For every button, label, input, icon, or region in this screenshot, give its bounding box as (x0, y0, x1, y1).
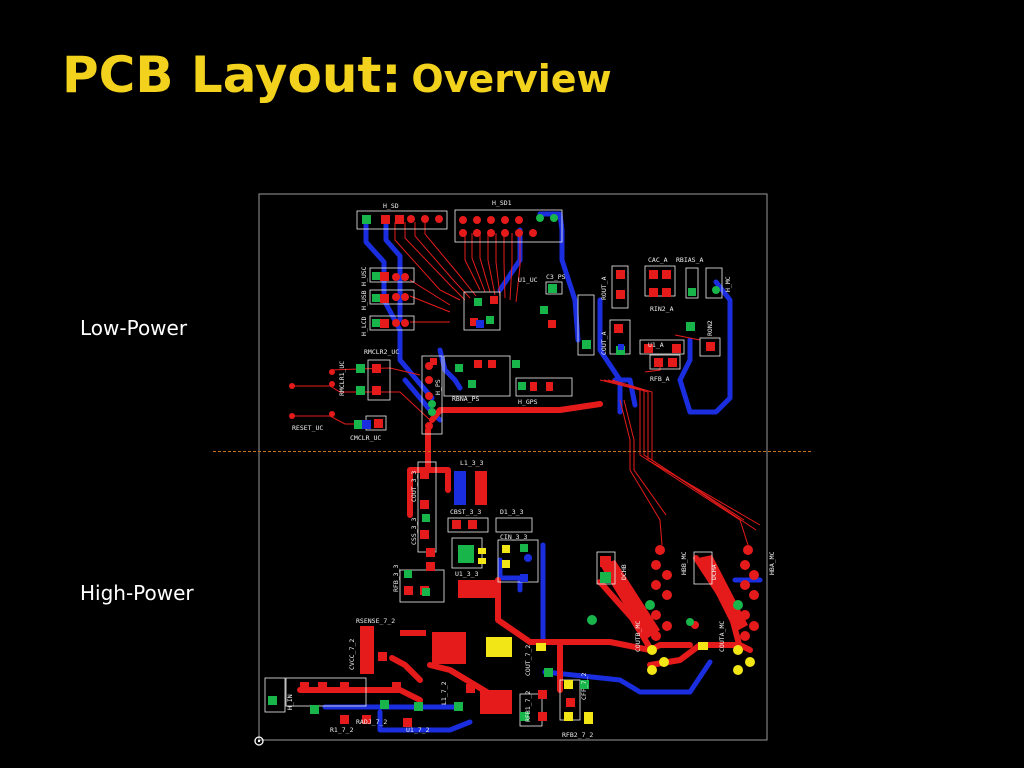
label-cmclr-uc: CMCLR_UC (350, 434, 381, 442)
highlight-pads (478, 545, 755, 724)
silkscreen-labels: H_SD H_SD1 U1_UC C3_PS CAC_A RBIAS_A RIN… (286, 199, 776, 739)
label-l1-3-3: L1_3_3 (460, 459, 484, 467)
label-cac-a: CAC_A (648, 256, 668, 264)
label-cbst-3-3: CBST_3_3 (450, 508, 481, 516)
label-h-sd: H_SD (383, 202, 399, 210)
label-rbna-ps: RBNA_PS (452, 395, 479, 403)
label-l1-7-2: L1_7_2 (440, 681, 448, 705)
vias (268, 214, 743, 721)
label-rin2-a: RIN2_A (650, 305, 674, 313)
label-h-mc: H_MC (724, 276, 732, 292)
label-dchb: DCHB (620, 564, 628, 580)
label-h-usb: H_USB (360, 290, 368, 310)
slide-title-sub: Overview (411, 57, 612, 101)
label-d1-3-3: D1_3_3 (500, 508, 524, 516)
label-reset-uc: RESET_UC (292, 424, 323, 432)
label-rout-a: ROUT_A (600, 276, 608, 300)
label-cout-a: COUT_A (600, 331, 608, 355)
label-css-3-3: CSS_3_3 (410, 518, 418, 545)
label-cout-7-2: COUT_7_2 (524, 645, 532, 676)
label-c3-ps: C3_PS (546, 273, 566, 281)
label-radj-7-2: RADJ_7_2 (356, 718, 387, 726)
label-cvcc-7-2: CVCC_7_2 (348, 639, 356, 670)
label-h-sd1: H_SD1 (492, 199, 512, 207)
label-hba-mc: HBA_MC (768, 551, 776, 575)
label-u1-uc: U1_UC (518, 276, 538, 284)
label-dcha: DCHA (710, 564, 718, 580)
label-rfb1-7-2: RFB1_7_2 (524, 691, 532, 722)
label-rfb2-7-2: RFB2_7_2 (562, 731, 593, 739)
bottom-pads (362, 320, 624, 582)
inductor-pad (475, 471, 487, 505)
power-domain-divider (213, 451, 811, 452)
silkscreen-outlines (264, 209, 723, 727)
origin-marker (254, 736, 264, 746)
label-rfb-a: RFB_A (650, 375, 670, 383)
label-h-usc: H_USC (360, 266, 368, 286)
label-rbias-a: RBIAS_A (676, 256, 703, 264)
label-couta-mc: COUTA_MC (718, 621, 726, 652)
label-u1-a: U1_A (648, 341, 664, 349)
label-cff-7-2: CFF_7_2 (580, 673, 588, 700)
label-cout-3-3: COUT_3_3 (410, 471, 418, 502)
label-u1-7-2: U1_7_2 (406, 726, 430, 734)
label-h-lcd: H_LCD (360, 316, 368, 336)
label-cin-3-3: CIN_3_3 (500, 533, 527, 541)
label-h-gps: H_GPS (518, 398, 538, 406)
label-h-in: H_IN (286, 694, 294, 710)
label-rmclr1-uc: RMCLR1_UC (338, 361, 346, 396)
label-h-ps: H_PS (434, 379, 442, 395)
low-power-label: Low-Power (80, 316, 188, 340)
high-power-label: High-Power (80, 581, 194, 605)
label-coutb-mc: COUTB_MC (634, 621, 642, 652)
label-r1-7-2: R1_7_2 (330, 726, 354, 734)
label-ron2: RON2 (706, 320, 714, 336)
label-rmclr2-uc: RMCLR2_UC (364, 348, 399, 356)
round-pads (289, 215, 759, 641)
board-outline (258, 193, 768, 741)
label-hbb-mc: HBB_MC (680, 551, 688, 575)
slide-title: PCB Layout:Overview (62, 46, 612, 104)
label-u1-3-3: U1_3_3 (455, 570, 479, 578)
label-rsense-7-2: RSENSE_7_2 (356, 617, 395, 625)
slide-title-main: PCB Layout: (62, 46, 402, 104)
label-rfb-3-3: RFB_3_3 (392, 565, 400, 592)
